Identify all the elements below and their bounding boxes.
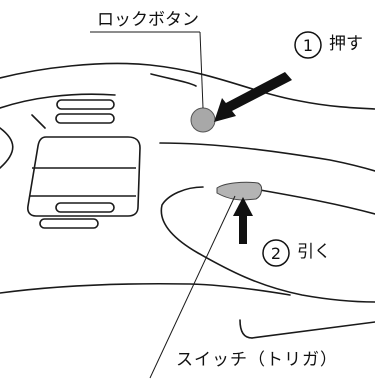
- contact-pad: [27, 136, 141, 217]
- step-1-icon: [294, 31, 322, 59]
- push-label: 押す: [329, 34, 363, 54]
- body-bottom-edge: [239, 319, 253, 339]
- pull-label: 引く: [297, 242, 331, 262]
- step-1-number: 1: [303, 36, 313, 55]
- body-bottom-right: [251, 321, 375, 339]
- leader-lines: [90, 31, 236, 379]
- handle-lower: [160, 186, 375, 303]
- push-arrow-icon: [214, 72, 292, 122]
- body-top-inner: [0, 93, 116, 109]
- body-top-outline: [0, 62, 375, 110]
- pull-arrow-icon: [233, 197, 253, 244]
- handle-opening: [259, 189, 375, 215]
- body-top-back: [150, 73, 197, 87]
- step-2-icon: [262, 239, 290, 267]
- step-2-number: 2: [271, 244, 281, 263]
- body-left-curve: [0, 127, 14, 169]
- trigger-switch: [216, 181, 263, 201]
- body-left-hint: [31, 114, 46, 129]
- switch-trigger-label: スイッチ（トリガ）: [176, 350, 338, 370]
- vent-grill: [39, 99, 115, 229]
- lock-button: [190, 107, 216, 133]
- body-crease: [159, 142, 375, 172]
- lock-button-label: ロックボタン: [97, 10, 199, 30]
- body-bottom-line: [0, 282, 291, 296]
